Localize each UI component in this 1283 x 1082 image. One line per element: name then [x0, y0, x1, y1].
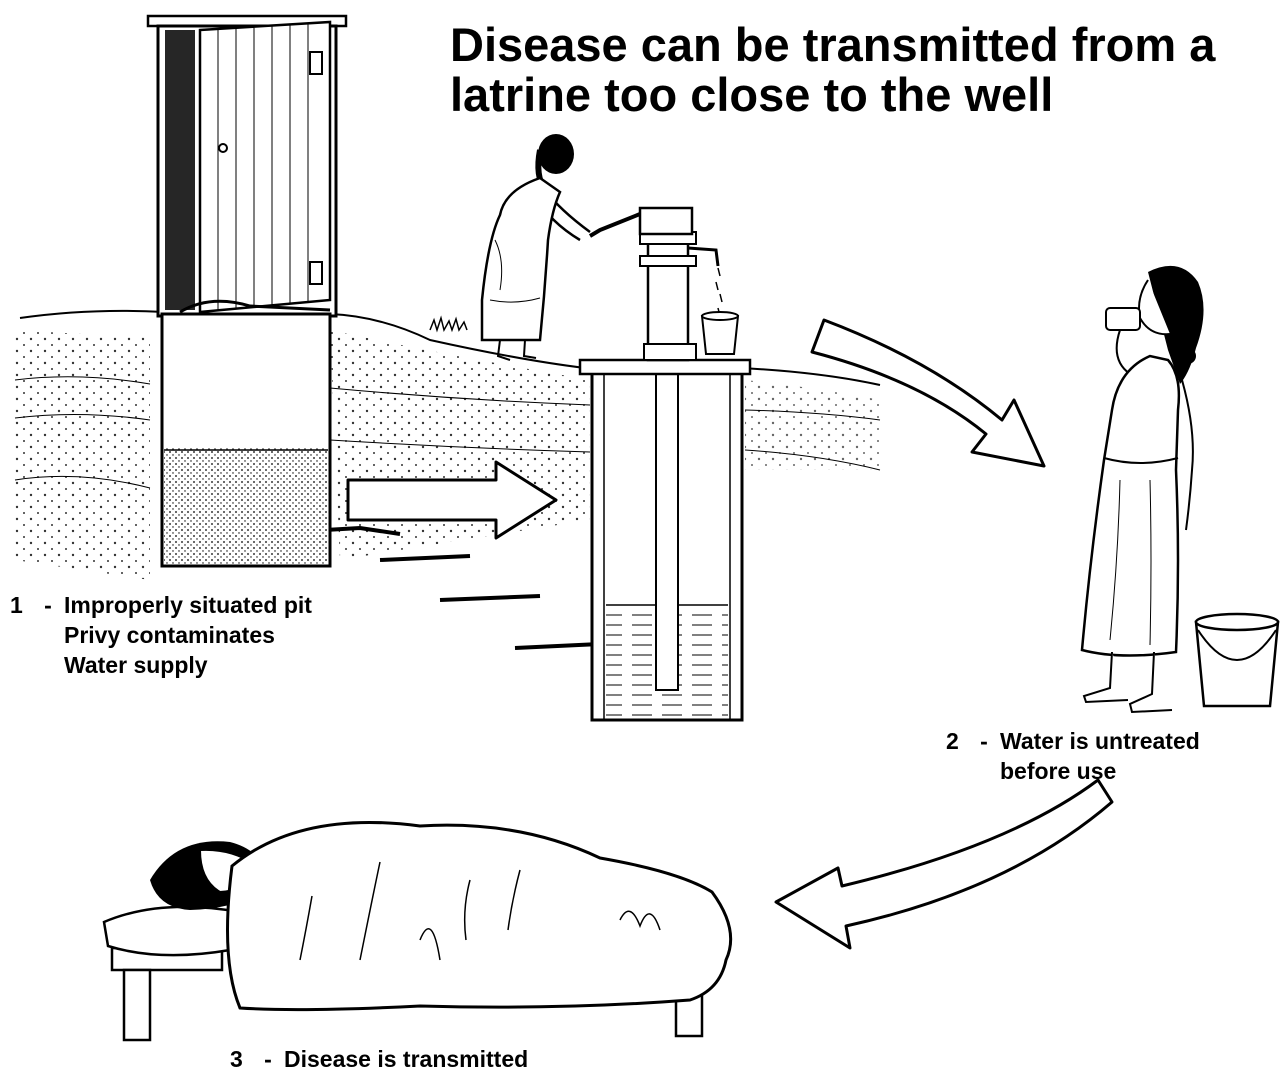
woman-pumping-illustration: [482, 134, 590, 360]
girl-drinking-illustration: [1082, 266, 1278, 712]
step-separator: -: [252, 1046, 284, 1073]
caption-step-1-line-3: Water supply: [64, 652, 208, 679]
latrine-illustration: [148, 16, 346, 316]
caption-step-2: 2-Water is untreated: [946, 728, 1200, 755]
caption-step-2-line-2: before use: [1000, 758, 1116, 785]
step-number: 2: [946, 728, 968, 755]
title-line-1: Disease can be transmitted from a: [450, 20, 1215, 70]
caption-step-1: 1-Improperly situated pit: [10, 592, 312, 619]
step-separator: -: [32, 592, 64, 619]
flow-arrow: [776, 780, 1112, 948]
caption-step-3: 3-Disease is transmitted: [230, 1046, 528, 1073]
sick-person-in-bed-illustration: [104, 822, 731, 1040]
caption-line: Water is untreated: [1000, 728, 1200, 754]
hand-pump-well-illustration: [580, 208, 750, 720]
step-number: 3: [230, 1046, 252, 1073]
step-number: 1: [10, 592, 32, 619]
title-line-2: latrine too close to the well: [450, 70, 1053, 120]
caption-line: Improperly situated pit: [64, 592, 312, 618]
caption-line: Disease is transmitted: [284, 1046, 528, 1072]
step-separator: -: [968, 728, 1000, 755]
caption-step-1-line-2: Privy contaminates: [64, 622, 275, 649]
latrine-pit: [162, 314, 330, 566]
